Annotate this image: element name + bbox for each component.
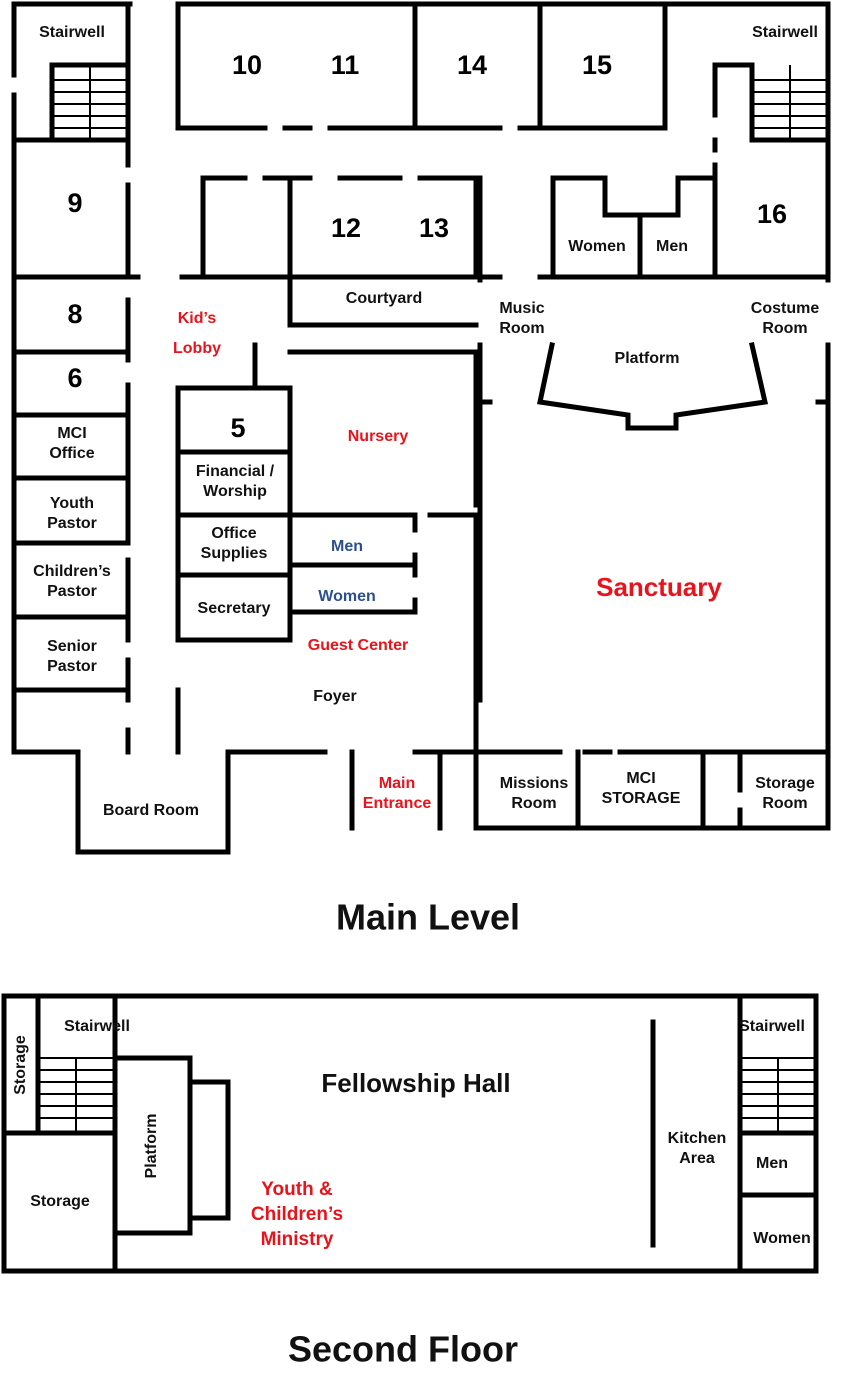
label-men-lower: Men (331, 538, 363, 555)
label-2f-women: Women (753, 1230, 810, 1247)
label-youth-pastor-line1: Youth (50, 495, 94, 512)
label-financial-line1: Financial / (196, 463, 275, 480)
label-storage-room-line2: Room (762, 795, 807, 812)
label-kids-lobby-line1: Kid’s (178, 310, 217, 327)
label-senior-pastor-line1: Senior (47, 638, 97, 655)
label-room-9: 9 (67, 188, 82, 218)
label-mci-storage-line1: MCI (626, 770, 655, 787)
label-room-12: 12 (331, 213, 361, 243)
label-kitchen-line2: Area (679, 1150, 715, 1167)
main-level-walls (11, 1, 831, 855)
label-room-10: 10 (232, 50, 262, 80)
label-room-14: 14 (457, 50, 487, 80)
label-stairwell-right: Stairwell (752, 24, 818, 41)
label-stairwell-left: Stairwell (39, 24, 105, 41)
label-youth-line1: Youth & (261, 1179, 333, 1200)
label-room-8: 8 (67, 299, 82, 329)
stair-treads-second (38, 1057, 816, 1133)
second-floor-labels: Stairwell Stairwell Storage Fellowship H… (12, 1018, 811, 1369)
label-music-room-line2: Room (499, 320, 544, 337)
label-childrens-pastor-line2: Pastor (47, 583, 97, 600)
label-financial-line2: Worship (203, 483, 267, 500)
label-2f-storage-vertical: Storage (12, 1035, 29, 1095)
label-mci-office-line1: MCI (57, 425, 86, 442)
label-music-room-line1: Music (499, 300, 544, 317)
label-mci-storage-line2: STORAGE (602, 790, 681, 807)
label-board-room: Board Room (103, 802, 199, 819)
label-mci-office-line2: Office (49, 445, 94, 462)
label-office-supplies-line2: Supplies (201, 545, 268, 562)
label-platform: Platform (615, 350, 680, 367)
main-level-labels: Stairwell Stairwell 10 11 14 15 9 12 13 … (33, 24, 819, 937)
label-2f-stairwell-right: Stairwell (739, 1018, 805, 1035)
label-main-entrance-line1: Main (379, 775, 415, 792)
label-youth-line2: Children’s (251, 1204, 343, 1225)
stair-treads-main (52, 65, 828, 140)
label-missions-room-line1: Missions (500, 775, 569, 792)
label-kitchen-line1: Kitchen (668, 1130, 727, 1147)
label-youth-pastor-line2: Pastor (47, 515, 97, 532)
label-fellowship-hall: Fellowship Hall (321, 1068, 510, 1098)
label-kids-lobby-line2: Lobby (173, 340, 221, 357)
label-room-13: 13 (419, 213, 449, 243)
label-2f-platform: Platform (143, 1114, 160, 1179)
label-missions-room-line2: Room (511, 795, 556, 812)
label-guest-center: Guest Center (308, 637, 408, 654)
main-level-title: Main Level (336, 897, 520, 938)
label-nursery: Nursery (348, 428, 409, 445)
second-floor-title: Second Floor (288, 1329, 518, 1370)
label-sanctuary: Sanctuary (596, 572, 722, 602)
label-room-11: 11 (331, 50, 360, 80)
label-2f-storage: Storage (30, 1193, 90, 1210)
label-courtyard: Courtyard (346, 290, 422, 307)
label-childrens-pastor-line1: Children’s (33, 563, 111, 580)
label-room-5: 5 (230, 413, 245, 443)
label-room-16: 16 (757, 199, 787, 229)
label-office-supplies-line1: Office (211, 525, 256, 542)
label-room-6: 6 (67, 363, 82, 393)
label-senior-pastor-line2: Pastor (47, 658, 97, 675)
label-storage-room-line1: Storage (755, 775, 815, 792)
label-women-lower: Women (318, 588, 375, 605)
label-main-entrance-line2: Entrance (363, 795, 432, 812)
label-youth-line3: Ministry (261, 1229, 334, 1250)
label-costume-room-line2: Room (762, 320, 807, 337)
label-2f-men: Men (756, 1155, 788, 1172)
label-women-upper: Women (568, 238, 625, 255)
label-secretary: Secretary (198, 600, 271, 617)
label-men-upper: Men (656, 238, 688, 255)
label-room-15: 15 (582, 50, 612, 80)
label-foyer: Foyer (313, 688, 357, 705)
label-2f-stairwell-left: Stairwell (64, 1018, 130, 1035)
label-costume-room-line1: Costume (751, 300, 820, 317)
